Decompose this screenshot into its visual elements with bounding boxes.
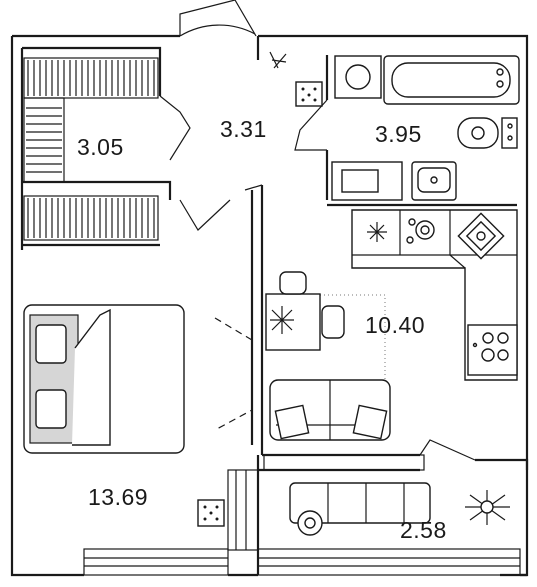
- kitchen-fixtures: [351, 209, 518, 381]
- outer-walls: [10, 34, 529, 577]
- sofa: [269, 379, 391, 441]
- area-label-loggia: 2.58: [400, 517, 447, 543]
- area-label-hallway: 3.31: [220, 116, 267, 142]
- dining-set: [265, 271, 386, 416]
- vent-panels: [197, 499, 225, 527]
- windows: [83, 454, 521, 576]
- area-label-wardrobe: 3.05: [77, 134, 124, 160]
- area-label-bedroom: 13.69: [88, 484, 148, 510]
- bed: [23, 304, 185, 454]
- wardrobe-shelves: [23, 57, 159, 241]
- area-label-bathroom: 3.95: [375, 121, 422, 147]
- doors: [159, 0, 476, 461]
- area-label-kitchen-living: 10.40: [365, 312, 425, 338]
- bathroom-fixtures: [269, 51, 520, 201]
- loggia-furniture: [289, 482, 510, 536]
- room-labels: 3.05 3.31 3.95 10.40 13.69 2.58: [77, 116, 447, 543]
